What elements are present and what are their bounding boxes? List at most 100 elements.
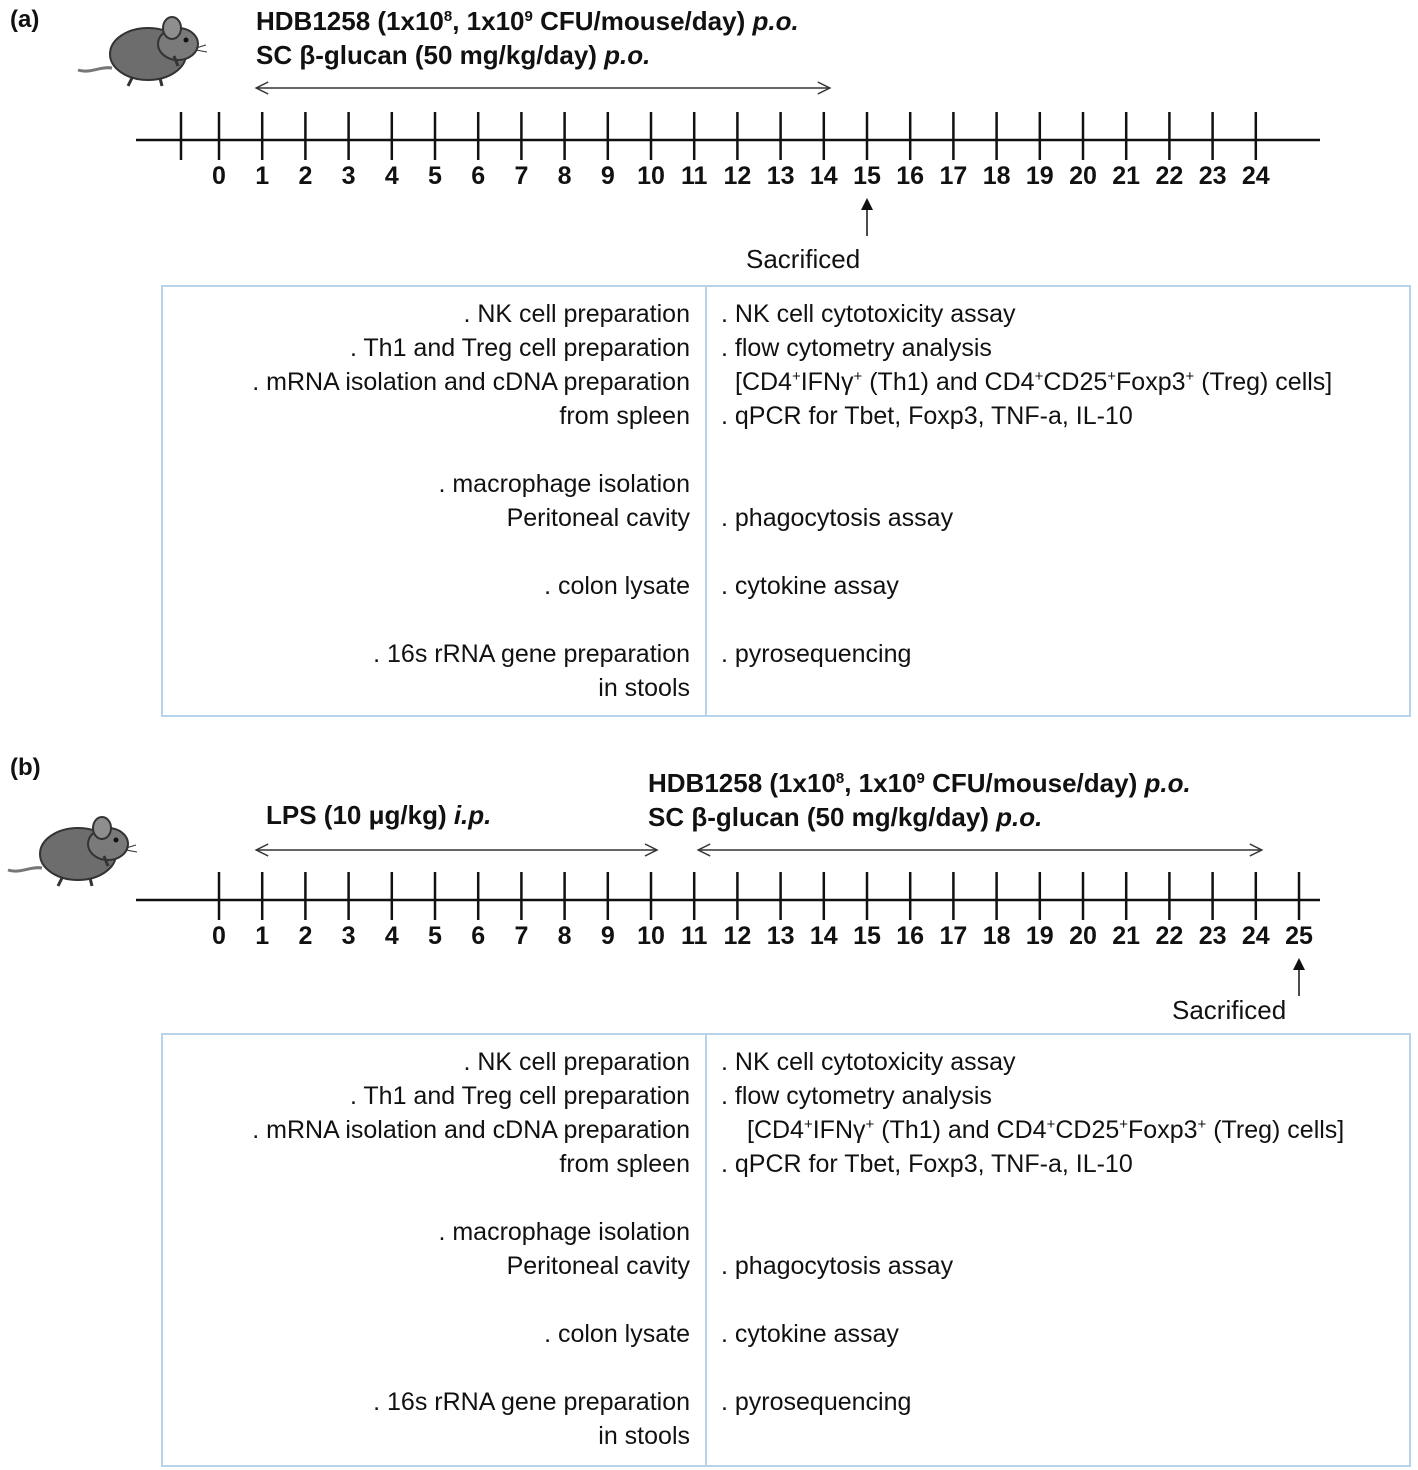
table-divider	[705, 287, 707, 715]
tick-label: 13	[767, 922, 795, 950]
right-row-empty	[721, 1181, 1344, 1215]
tick-label: 18	[983, 162, 1011, 190]
tick-label: 22	[1155, 162, 1183, 190]
table-left-column: . NK cell preparation . Th1 and Treg cel…	[163, 1045, 690, 1453]
tick-label: 15	[853, 162, 881, 190]
tick-label: 18	[983, 922, 1011, 950]
right-row: . pyrosequencing	[721, 1388, 912, 1416]
tick-label: 5	[428, 922, 442, 950]
table-divider	[705, 1035, 707, 1465]
tick-label: 4	[385, 162, 399, 190]
tick-label: 23	[1199, 922, 1227, 950]
tick-label: 2	[298, 922, 312, 950]
tick-label: 9	[601, 162, 615, 190]
treatment-line-1: HDB1258 (1x108, 1x109 CFU/mouse/day) p.o…	[256, 6, 799, 36]
left-row: in stools	[598, 1422, 690, 1450]
treatment-range-arrow	[254, 81, 832, 95]
tick-label: 4	[385, 922, 399, 950]
tick-label: 0	[212, 162, 226, 190]
sacrificed-arrow-icon	[861, 198, 873, 236]
tick-label: 3	[342, 922, 356, 950]
tick-label: 16	[896, 162, 924, 190]
left-row: Peritoneal cavity	[506, 1252, 690, 1280]
tick-label: 24	[1242, 922, 1270, 950]
left-row: . macrophage isolation	[438, 470, 690, 498]
tick-label: 15	[853, 922, 881, 950]
tick-label: 1	[255, 162, 269, 190]
tick-label: 19	[1026, 922, 1054, 950]
right-row: . phagocytosis assay	[721, 1252, 954, 1280]
tick-label: 17	[939, 162, 967, 190]
left-row: . 16s rRNA gene preparation	[373, 1388, 690, 1416]
panel-a-label: (a)	[10, 6, 40, 33]
right-row-empty	[721, 535, 1332, 569]
tick-label: 24	[1242, 162, 1270, 190]
left-row: in stools	[598, 674, 690, 702]
left-row	[163, 433, 690, 467]
tick-label: 21	[1112, 922, 1140, 950]
tick-label: 21	[1112, 162, 1140, 190]
right-row-empty	[721, 603, 1332, 637]
left-row: . colon lysate	[544, 572, 690, 600]
sacrificed-arrow-icon	[1293, 958, 1305, 996]
right-row: . qPCR for Tbet, Foxp3, TNF-a, IL-10	[721, 402, 1133, 430]
lps-range-arrow	[254, 843, 659, 857]
tick-label: 14	[810, 922, 838, 950]
tick-label: 0	[212, 922, 226, 950]
treatment-line-2: SC β-glucan (50 mg/kg/day) p.o.	[648, 802, 1043, 832]
left-row	[163, 1351, 690, 1385]
tick-label: 8	[558, 162, 572, 190]
table-right-column: . NK cell cytotoxicity assay . flow cyto…	[721, 297, 1332, 671]
tick-label: 12	[723, 922, 751, 950]
left-row: . NK cell preparation	[463, 1048, 690, 1076]
tick-label: 23	[1199, 162, 1227, 190]
right-row: . flow cytometry analysis	[721, 334, 992, 362]
right-row: . phagocytosis assay	[721, 504, 954, 532]
tick-label: 10	[637, 162, 665, 190]
tick-label: 9	[601, 922, 615, 950]
right-row-empty	[721, 433, 1332, 467]
tick-label: 7	[514, 922, 528, 950]
left-row: . mRNA isolation and cDNA preparation	[252, 368, 690, 396]
right-row-markers: [CD4+IFNγ+ (Th1) and CD4+CD25+Foxp3+ (Tr…	[735, 368, 1333, 396]
left-row: . NK cell preparation	[463, 300, 690, 328]
left-row: . macrophage isolation	[438, 1218, 690, 1246]
tick-label: 25	[1285, 922, 1313, 950]
right-row: . cytokine assay	[721, 572, 899, 600]
left-row: from spleen	[559, 402, 690, 430]
treatment-range-arrow	[696, 843, 1264, 857]
left-row: . colon lysate	[544, 1320, 690, 1348]
right-row: . cytokine assay	[721, 1320, 899, 1348]
tick-label: 20	[1069, 922, 1097, 950]
left-row: . Th1 and Treg cell preparation	[349, 1082, 690, 1110]
right-row: . pyrosequencing	[721, 640, 912, 668]
left-row: . 16s rRNA gene preparation	[373, 640, 690, 668]
right-row: . flow cytometry analysis	[721, 1082, 992, 1110]
left-row	[163, 1181, 690, 1215]
left-row	[163, 603, 690, 637]
left-row: Peritoneal cavity	[506, 504, 690, 532]
sacrificed-label-b: Sacrificed	[1172, 995, 1287, 1025]
tick-label: 5	[428, 162, 442, 190]
table-right-column: . NK cell cytotoxicity assay . flow cyto…	[721, 1045, 1344, 1419]
tick-label: 11	[681, 922, 708, 950]
analysis-table-b: . NK cell preparation . Th1 and Treg cel…	[161, 1033, 1411, 1467]
tick-label: 2	[298, 162, 312, 190]
tick-label: 19	[1026, 162, 1054, 190]
tick-label: 16	[896, 922, 924, 950]
right-row: . qPCR for Tbet, Foxp3, TNF-a, IL-10	[721, 1150, 1133, 1178]
tick-label: 6	[471, 922, 485, 950]
treatment-line-1: HDB1258 (1x108, 1x109 CFU/mouse/day) p.o…	[648, 768, 1191, 798]
tick-label: 10	[637, 922, 665, 950]
mouse-icon	[7, 816, 138, 887]
lps-line: LPS (10 μg/kg) i.p.	[266, 800, 492, 830]
left-row: . mRNA isolation and cDNA preparation	[252, 1116, 690, 1144]
tick-label: 12	[723, 162, 751, 190]
right-row-empty	[721, 1283, 1344, 1317]
treatment-line-2: SC β-glucan (50 mg/kg/day) p.o.	[256, 40, 651, 70]
left-row	[163, 535, 690, 569]
tick-label: 3	[342, 162, 356, 190]
right-row: . NK cell cytotoxicity assay	[721, 300, 1016, 328]
